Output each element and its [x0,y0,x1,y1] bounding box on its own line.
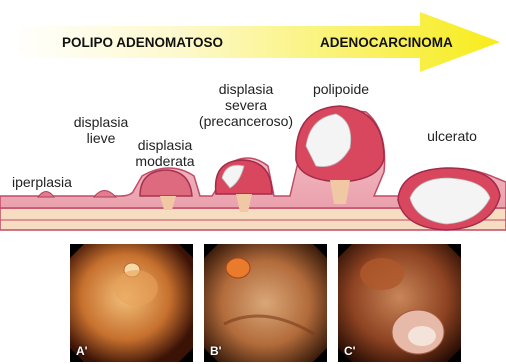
endoscopy-image-b [204,244,327,362]
stage-label-displasia-lieve: displasia lieve [68,114,134,146]
stage-label-displasia-moderata: displasia moderata [130,137,200,169]
stage-label-line: displasia [130,137,200,153]
stage-label-displasia-severa: displasia severa (precanceroso) [186,81,306,129]
arrow-end-label: ADENOCARCINOMA [320,35,453,50]
stage-label-line: moderata [130,153,200,169]
photo-label-b: B' [210,344,222,358]
endoscopy-photo-b: B' [204,244,327,362]
stage-label-line: polipoide [306,81,376,97]
arrow-start-label: POLIPO ADENOMATOSO [62,35,223,50]
displasia-lieve-lesion [94,191,116,198]
stage-label-polipoide: polipoide [306,81,376,97]
endoscopy-photo-a: A' [70,244,193,362]
stage-label-line: iperplasia [12,174,72,190]
endoscopy-photo-c: C' [338,244,461,362]
photo-label-a: A' [76,344,88,358]
stage-label-line: displasia [68,114,134,130]
stage-label-ulcerato: ulcerato [420,128,484,144]
stage-label-iperplasia: iperplasia [12,174,72,190]
stage-label-line: ulcerato [420,128,484,144]
stage-label-line: displasia [186,81,306,97]
endoscopy-image-c [338,244,461,362]
stage-label-line: severa [186,97,306,113]
stage-label-line: (precanceroso) [186,113,306,129]
stage-label-line: lieve [68,130,134,146]
photo-label-c: C' [344,344,356,358]
endoscopy-image-a [70,244,193,362]
iperplasia-lesion [38,192,54,198]
